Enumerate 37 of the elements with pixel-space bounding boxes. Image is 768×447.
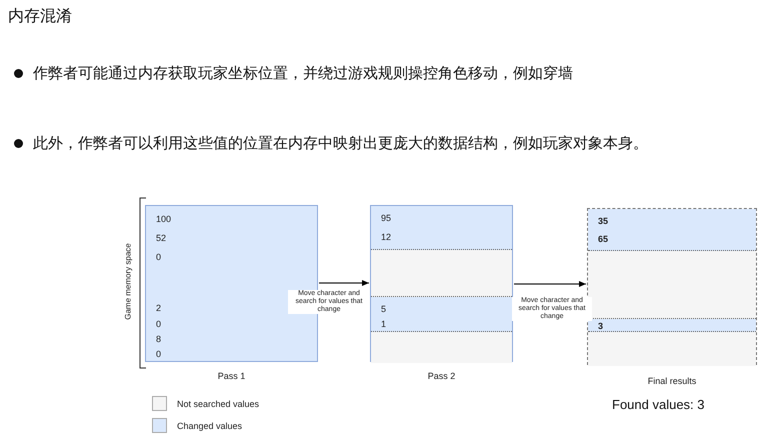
memory-value: 65 bbox=[598, 234, 608, 244]
memory-value: 8 bbox=[156, 334, 162, 344]
memory-value: 0 bbox=[156, 349, 162, 359]
axis-label: Game memory space bbox=[124, 242, 132, 322]
memory-value: 0 bbox=[156, 252, 162, 262]
not-searched-band bbox=[371, 250, 512, 297]
arrow bbox=[514, 281, 586, 287]
result-text: Found values: 3 bbox=[612, 397, 705, 412]
memory-value: 5 bbox=[381, 304, 386, 314]
not-searched-band bbox=[588, 332, 756, 366]
block-caption: Final results bbox=[646, 376, 698, 386]
arrow bbox=[318, 280, 370, 286]
memory-value: 100 bbox=[156, 214, 172, 224]
memory-value: 35 bbox=[598, 216, 608, 226]
changed-values-band bbox=[588, 209, 756, 251]
slide-title: 内存混淆 bbox=[8, 6, 72, 27]
memory-value: 0 bbox=[156, 319, 162, 329]
block-caption: Pass 2 bbox=[426, 371, 456, 381]
memory-block bbox=[145, 205, 318, 362]
not-searched-band bbox=[588, 251, 756, 319]
memory-value: 1 bbox=[381, 319, 386, 329]
changed-values-band bbox=[588, 319, 756, 332]
memory-value: 3 bbox=[598, 321, 604, 331]
memory-block bbox=[587, 208, 757, 365]
block-caption: Pass 1 bbox=[216, 371, 246, 381]
memory-value: 2 bbox=[156, 303, 162, 313]
not-searched-band bbox=[371, 332, 512, 363]
changed-values-band bbox=[371, 297, 512, 332]
memory-value: 52 bbox=[156, 233, 166, 243]
memory-value: 12 bbox=[381, 232, 392, 242]
memory-block bbox=[370, 205, 513, 362]
legend-text: Not searched values bbox=[177, 399, 260, 409]
legend-text: Changed values bbox=[177, 421, 242, 431]
bullet-text: 此外，作弊者可以利用这些值的位置在内存中映射出更庞大的数据结构，例如玩家对象本身。 bbox=[33, 134, 648, 153]
changed-values-band bbox=[371, 206, 512, 250]
memory-value: 95 bbox=[381, 213, 392, 223]
bullet-text: 作弊者可能通过内存获取玩家坐标位置，并绕过游戏规则操控角色移动，例如穿墙 bbox=[33, 64, 573, 83]
